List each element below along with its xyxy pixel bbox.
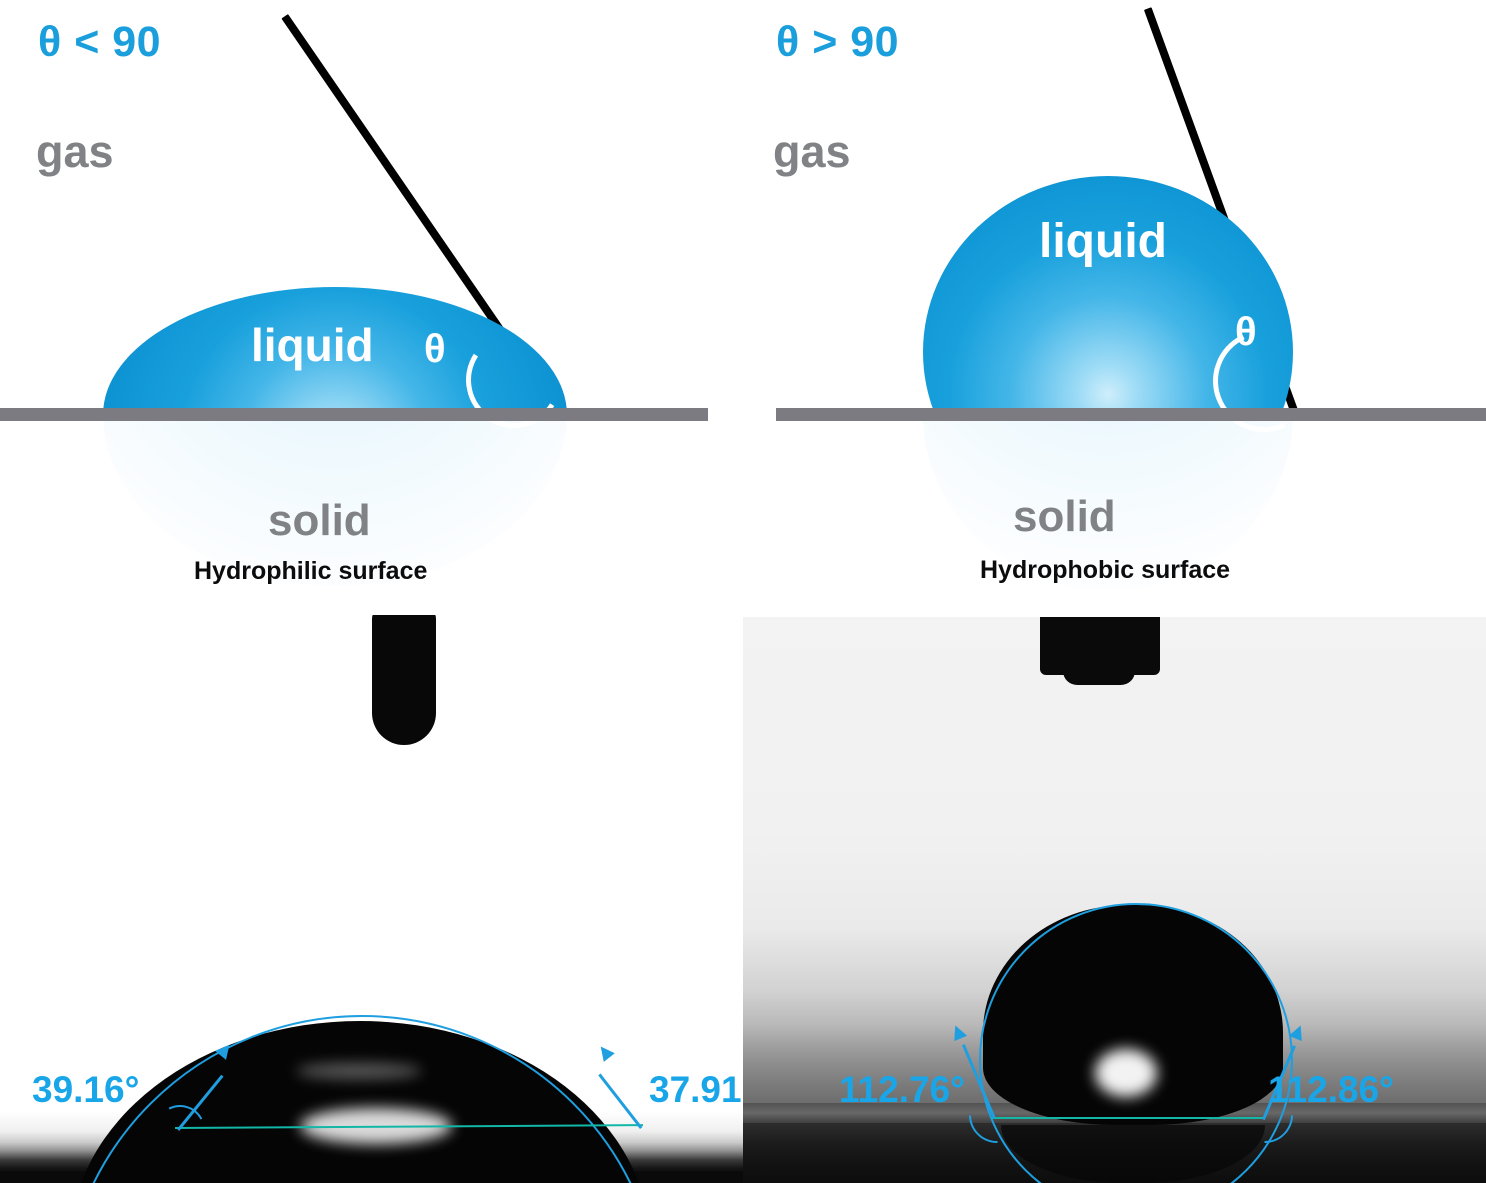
nozzle-right <box>1040 617 1160 675</box>
photo-hydrophilic-measurement: 39.16° 37.91° <box>0 615 743 1183</box>
angle-value-right-112b: 112.86° <box>1268 1069 1394 1110</box>
angle-value-left-38: 37.91° <box>649 1069 743 1110</box>
drop-reflection-right <box>923 414 1293 590</box>
solid-label-left: solid <box>268 496 371 545</box>
diagram-hydrophilic: θ < 90 gas θ liquid solid Hydrophilic su… <box>0 0 743 615</box>
surface-caption-left: Hydrophilic surface <box>194 557 428 585</box>
liquid-droplet-left <box>103 287 567 415</box>
angle-value-left-39: 39.16° <box>32 1069 140 1110</box>
liquid-droplet-right <box>923 176 1293 415</box>
gas-label-left: gas <box>36 126 114 177</box>
theta-symbol-left: θ <box>424 327 446 371</box>
drop-reflection-left <box>103 414 567 586</box>
condition-label-hydrophobic: θ > 90 <box>776 18 900 66</box>
angle-value-right-112a: 112.76° <box>839 1069 965 1110</box>
surface-caption-right: Hydrophobic surface <box>980 556 1231 584</box>
pendant-drop-left <box>372 615 436 745</box>
fitted-circle-right <box>979 903 1293 1183</box>
theta-symbol-right: θ <box>1235 310 1257 354</box>
baseline-right <box>991 1117 1265 1119</box>
liquid-label-left: liquid <box>251 319 374 371</box>
solid-surface-bar-right <box>776 408 1486 421</box>
tangent-arrow-head-right-112a <box>948 1022 968 1042</box>
solid-surface-bar-left <box>0 408 708 421</box>
diagram-hydrophobic: θ > 90 gas θ liquid solid Hydrophobic su… <box>743 0 1486 615</box>
condition-label-hydrophilic: θ < 90 <box>38 18 162 66</box>
tangent-arrow-head-left-38 <box>595 1042 615 1062</box>
liquid-label-right: liquid <box>1039 215 1167 268</box>
solid-label-right: solid <box>1013 492 1116 541</box>
photo-hydrophobic-measurement: 112.76° 112.86° <box>743 617 1486 1183</box>
gas-label-right: gas <box>773 126 851 177</box>
nozzle-tip-right <box>1063 669 1135 685</box>
